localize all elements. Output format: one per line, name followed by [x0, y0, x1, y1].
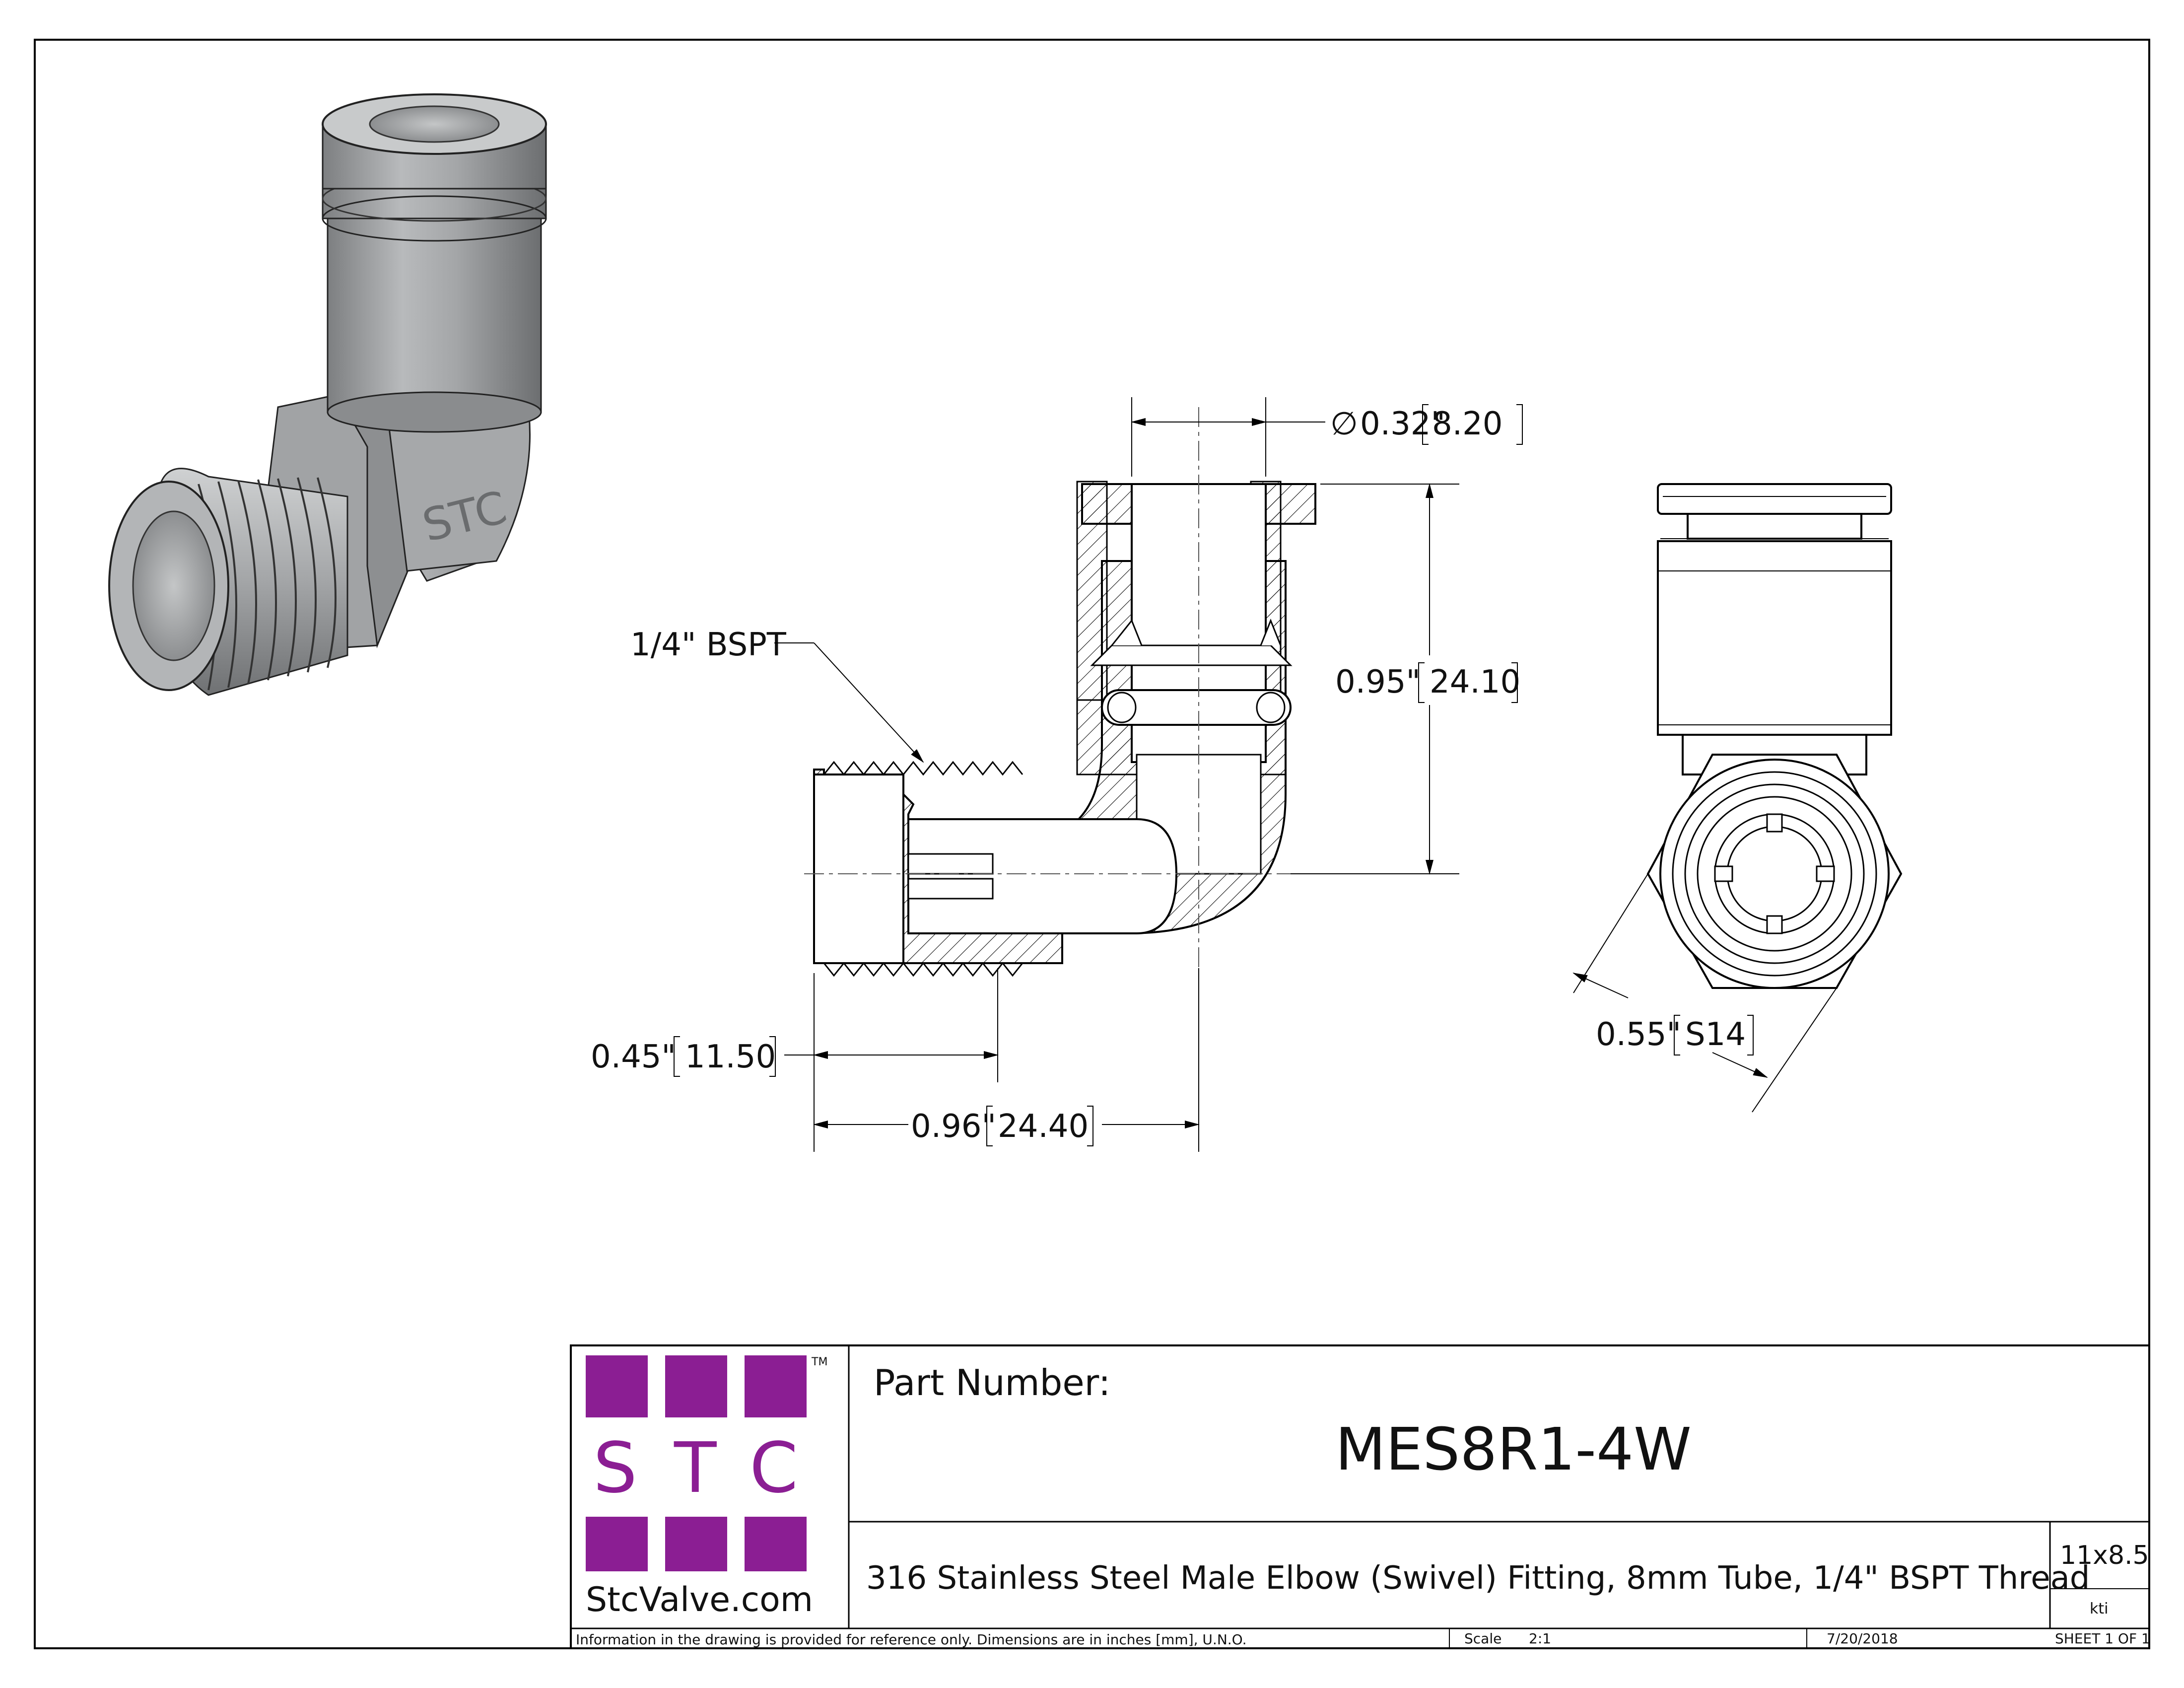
- paper-size: 11x8.5: [2060, 1541, 2149, 1570]
- dim-hex-mm: S14: [1685, 1016, 1746, 1053]
- description: 316 Stainless Steel Male Elbow (Swivel) …: [866, 1560, 2090, 1597]
- dim-thread-length: 0.45": [591, 1039, 676, 1075]
- dim-height-mm: 24.10: [1430, 664, 1520, 701]
- dim-height: 0.95": [1335, 664, 1421, 701]
- section-view: ∅ 0.32" 8.20 0.95" 24.10 1/4" BSPT 0.45"…: [591, 397, 1523, 1152]
- dim-tube-od-symbol: ∅: [1330, 406, 1358, 442]
- logo-tm: TM: [811, 1356, 827, 1368]
- dim-thread-length-mm: 11.50: [685, 1039, 776, 1075]
- stc-logo: TM S T C StcValve.com: [586, 1355, 827, 1619]
- logo-letter-t: T: [674, 1428, 717, 1509]
- iso-thread: [108, 468, 348, 696]
- part-number-label: Part Number:: [874, 1362, 1110, 1404]
- dim-overall-length: 0.96": [911, 1108, 996, 1145]
- side-view: 0.55" S14: [1572, 483, 1903, 1113]
- dim-overall-length-mm: 24.40: [998, 1108, 1089, 1145]
- scale-label: Scale: [1464, 1630, 1502, 1647]
- logo-letter-c: C: [750, 1428, 798, 1509]
- sheet-number: SHEET 1 OF 1: [2055, 1630, 2150, 1647]
- isometric-view: STC: [108, 93, 547, 696]
- section-o-ring: [1101, 689, 1292, 726]
- logo-letter-s: S: [593, 1428, 637, 1509]
- dim-tube-od: 0.32": [1360, 406, 1445, 442]
- website: StcValve.com: [586, 1580, 813, 1619]
- section-collet-teeth: [1090, 618, 1293, 666]
- section-thread: [813, 761, 1024, 977]
- dim-tube-od-mm: 8.20: [1432, 406, 1503, 442]
- part-number: MES8R1-4W: [1335, 1415, 1692, 1483]
- title-block: TM S T C StcValve.com Part Number: MES8R…: [570, 1344, 2150, 1649]
- callout-thread: 1/4" BSPT: [630, 627, 787, 663]
- date: 7/20/2018: [1827, 1630, 1898, 1647]
- disclaimer: Information in the drawing is provided f…: [576, 1631, 1246, 1648]
- dim-hex: 0.55": [1596, 1016, 1681, 1053]
- drawn-by: kti: [2090, 1600, 2108, 1618]
- scale-value: 2:1: [1529, 1630, 1551, 1647]
